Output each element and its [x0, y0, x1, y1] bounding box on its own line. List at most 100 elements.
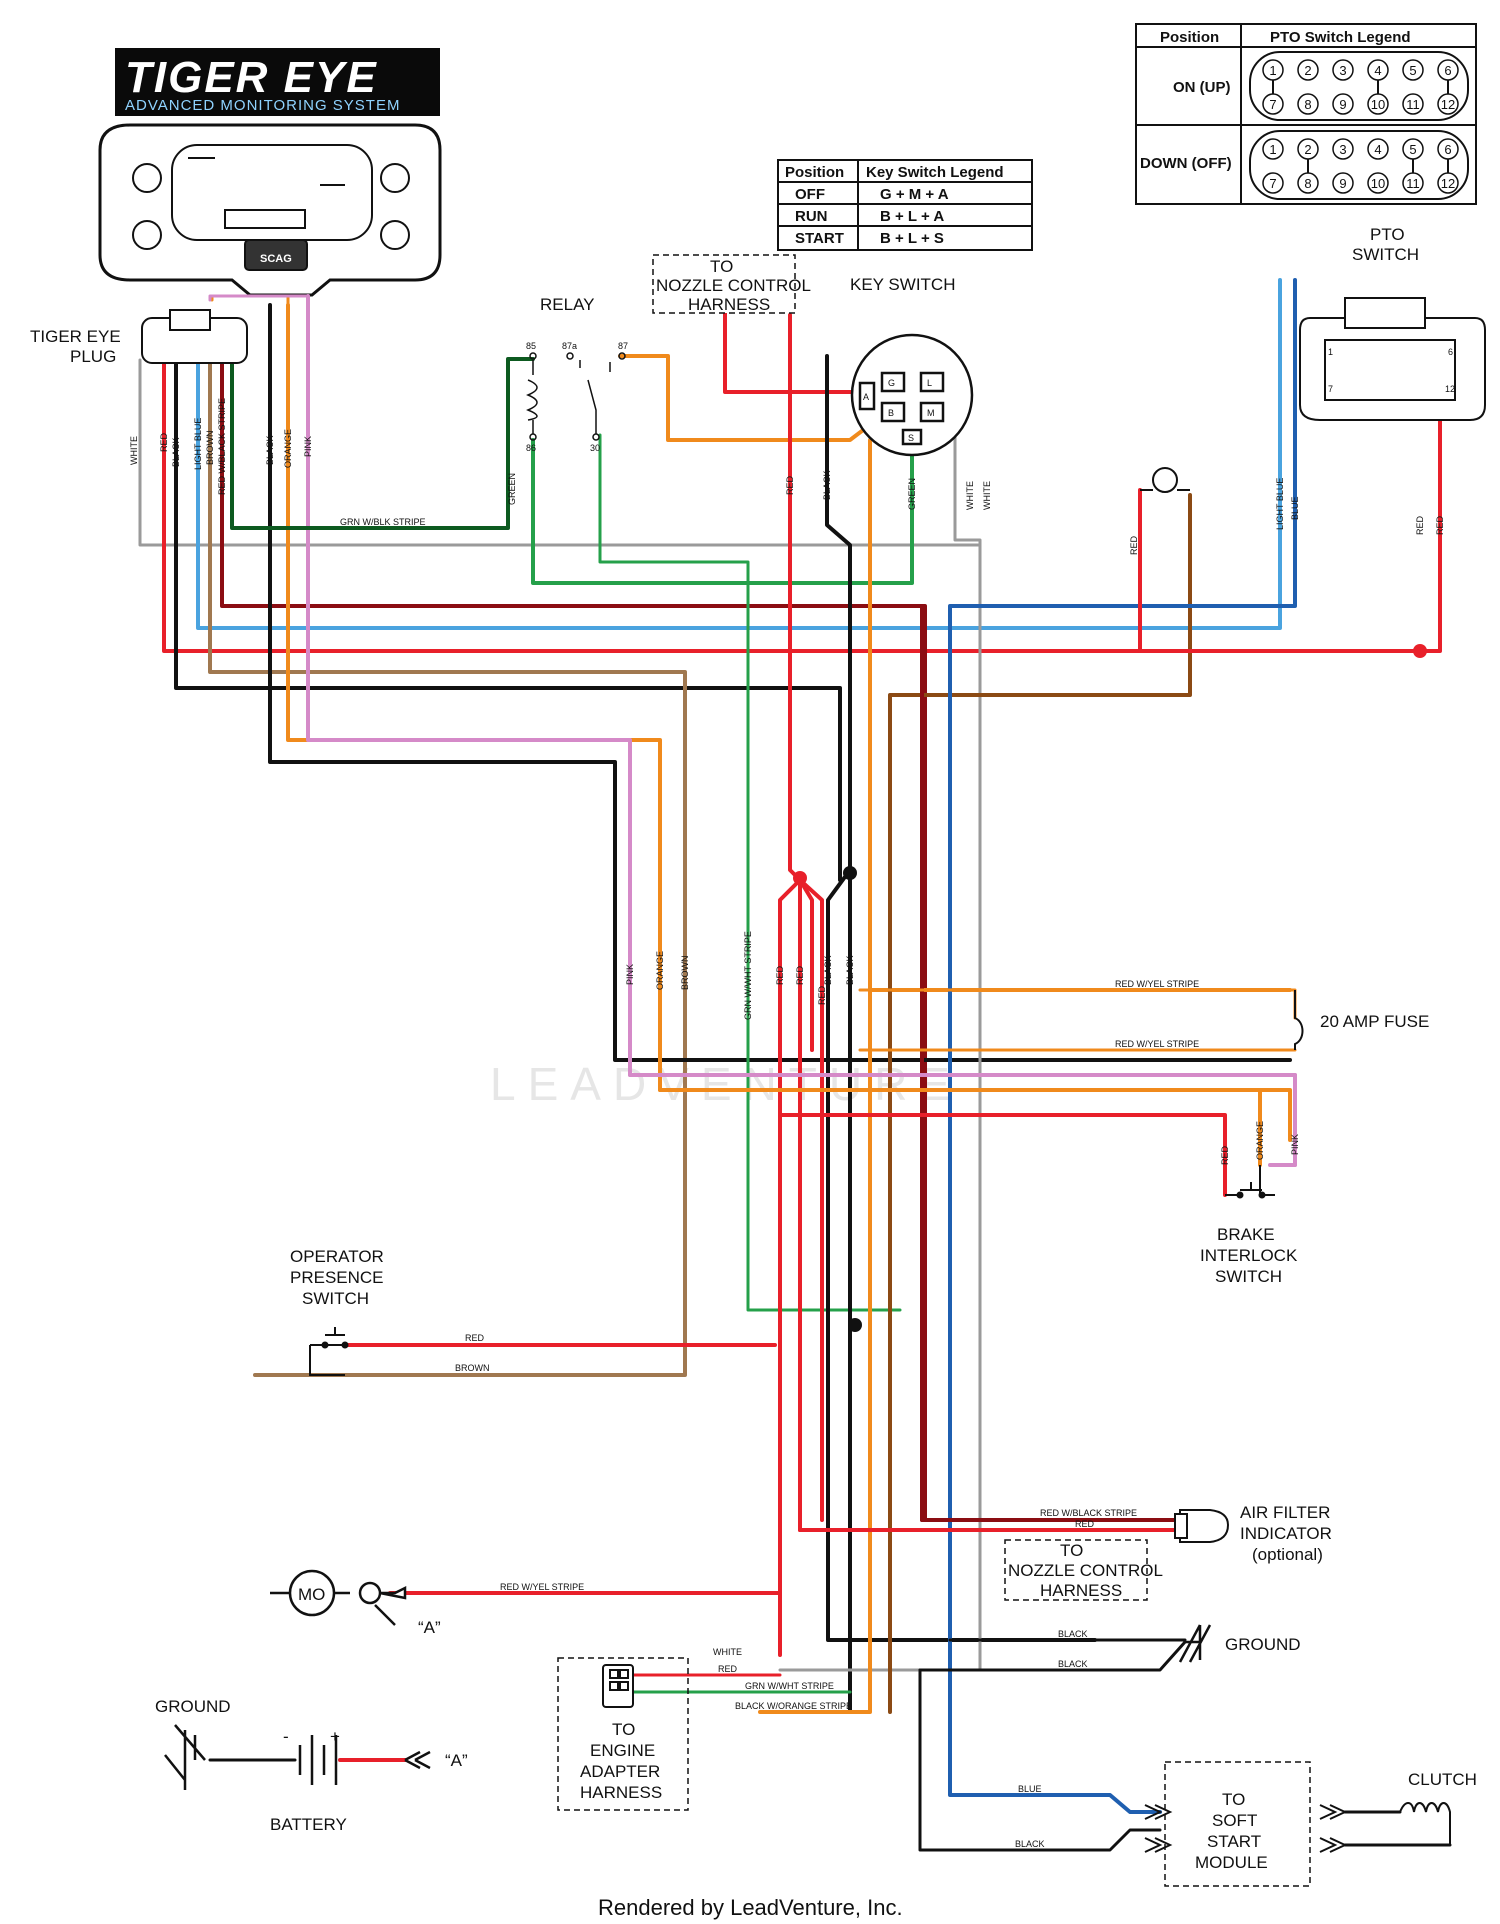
engine-adapter-box [557, 1657, 689, 1811]
engine-adapter-label: HARNESS [580, 1783, 662, 1802]
logo-subtitle: ADVANCED MONITORING SYSTEM [125, 97, 400, 114]
fuse-label: 20 AMP FUSE [1320, 1012, 1429, 1031]
nozzle-control-box-top [652, 254, 796, 314]
soft-start-label: MODULE [1195, 1853, 1268, 1872]
relay [526, 352, 626, 441]
clutch-label: CLUTCH [1408, 1770, 1477, 1789]
wire-label: WHITE [713, 1647, 742, 1657]
operator-presence-label: PRESENCE [290, 1268, 384, 1287]
pto-legend-pin [1367, 172, 1389, 194]
wire-label: RED [1220, 1145, 1230, 1165]
pto-legend-pin-number: 8 [1304, 176, 1311, 191]
key-switch-terminal: S [908, 433, 914, 443]
battery [298, 1735, 431, 1785]
wire-label: BLACK [845, 955, 855, 985]
wire-harness [138, 278, 1452, 1852]
wire-label: RED [1415, 515, 1425, 535]
pto-legend-pin [1332, 93, 1354, 115]
wire-label: RED [1075, 1519, 1095, 1529]
pto-legend-pin-number: 10 [1371, 97, 1385, 112]
junction-dots [793, 644, 1427, 1332]
ground-left-label: GROUND [155, 1697, 231, 1716]
soft-start-module-box [1164, 1761, 1311, 1887]
pto-switch-label: PTO [1370, 225, 1405, 244]
wire-label: BROWN [455, 1363, 490, 1373]
pto-legend-pin-number: 11 [1406, 97, 1420, 112]
nozzle-top-label: NOZZLE CONTROL [656, 276, 811, 295]
air-filter-label: AIR FILTER [1240, 1503, 1330, 1522]
tiger-eye-plug-label: TIGER EYE [30, 327, 121, 346]
key-legend-cell: B + L + A [880, 208, 944, 225]
wire-label: RED [718, 1664, 738, 1674]
wire-label: GRN W/WHT STRIPE [743, 931, 753, 1020]
pto-pin-label: 7 [1328, 384, 1333, 394]
display-brand: SCAG [260, 253, 292, 265]
tiger-eye-plug [141, 309, 248, 364]
pto-legend-pin-number: 1 [1269, 63, 1276, 78]
wire-label: PINK [625, 964, 635, 985]
wire-label: BROWN [680, 956, 690, 991]
pto-legend-pin [1262, 138, 1284, 160]
footer-credit: Rendered by LeadVenture, Inc. [598, 1895, 903, 1920]
wire-label: RED W/BLACK STRIPE [1040, 1508, 1137, 1518]
relay-pin: 85 [526, 341, 536, 351]
pto-legend-position-on: ON (UP) [1173, 79, 1231, 96]
battery-plus: + [330, 1727, 340, 1746]
key-legend-header-legend: Key Switch Legend [866, 164, 1004, 181]
tiger-eye-plug-label: PLUG [70, 347, 116, 366]
operator-presence-label: OPERATOR [290, 1247, 384, 1266]
relay-pin: 86 [526, 443, 536, 453]
wire-label-group: WHITE RED BLACK LIGHT BLUE BROWN RED W/B… [129, 398, 1445, 1849]
wire-label: LIGHT BLUE [1275, 478, 1285, 530]
key-legend-cell: B + L + S [880, 230, 944, 247]
wire-label: RED W/YEL STRIPE [500, 1582, 584, 1592]
nozzle-control-box-bottom [1004, 1539, 1148, 1601]
wire-label: BLACK W/ORANGE STRIPE [735, 1701, 852, 1711]
pto-legend-pin-number: 12 [1441, 176, 1455, 191]
pto-legend-pin-number: 2 [1304, 63, 1311, 78]
pto-switch-connector [1299, 297, 1486, 421]
wire-label: BLACK [822, 470, 832, 500]
pto-legend-header-position: Position [1160, 29, 1219, 46]
pto-legend-pin-number: 5 [1409, 142, 1416, 157]
indicator-lamp [1140, 467, 1190, 493]
tiger-eye-display [98, 123, 442, 297]
key-switch-terminal: B [888, 408, 894, 418]
key-legend-header-position: Position [785, 164, 844, 181]
wire-label: BROWN [205, 431, 215, 466]
pto-legend-pin [1332, 138, 1354, 160]
pto-legend-pin-number: 6 [1444, 63, 1451, 78]
engine-adapter-label: TO [612, 1720, 635, 1739]
pto-legend-pin-number: 6 [1444, 142, 1451, 157]
key-switch-label: KEY SWITCH [850, 275, 955, 294]
pto-legend-pin-number: 3 [1339, 142, 1346, 157]
pto-legend-pin-number: 4 [1374, 63, 1381, 78]
operator-presence-switch [309, 1327, 349, 1376]
fuse-20-amp [1294, 990, 1304, 1050]
key-switch-terminal: L [927, 378, 932, 388]
nozzle-top-label: HARNESS [688, 295, 770, 314]
wire-label: RED [817, 985, 827, 1005]
pto-switch-label: SWITCH [1352, 245, 1419, 264]
ground-right-label: GROUND [1225, 1635, 1301, 1654]
air-filter-label: (optional) [1252, 1545, 1323, 1564]
key-switch-terminal: G [888, 378, 895, 388]
nozzle-top-label: TO [710, 257, 733, 276]
key-legend-cell: G + M + A [880, 186, 949, 203]
key-switch-legend-table [777, 159, 1033, 251]
key-legend-cell: OFF [795, 186, 825, 203]
clutch-coil [1399, 1802, 1451, 1845]
wire-label: WHITE [982, 481, 992, 510]
nozzle-bottom-label: HARNESS [1040, 1581, 1122, 1600]
wire-label: ORANGE [655, 951, 665, 990]
wire-label: PINK [303, 436, 313, 457]
pto-legend-pin-number: 10 [1371, 176, 1385, 191]
pto-legend-pin-number: 9 [1339, 176, 1346, 191]
wire-label: RED [1129, 535, 1139, 555]
wire-label: GREEN [907, 478, 917, 510]
pto-legend-pin [1367, 138, 1389, 160]
pto-legend-pin-number: 2 [1304, 142, 1311, 157]
wire-label: BLACK [265, 435, 275, 465]
wire-label: BLACK [171, 437, 181, 467]
